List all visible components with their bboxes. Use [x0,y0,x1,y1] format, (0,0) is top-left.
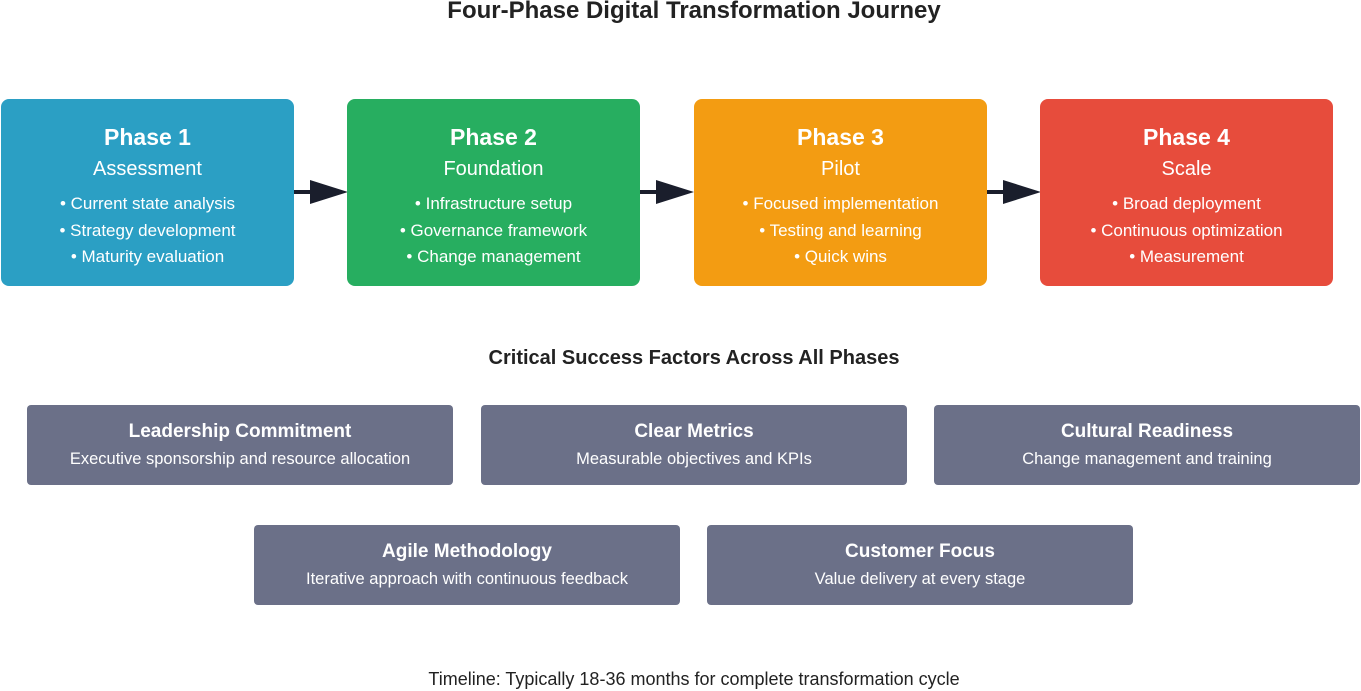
factor-leadership-commitment: Leadership Commitment Executive sponsors… [27,405,453,485]
factor-description: Change management and training [1022,450,1272,468]
phase-2-item: • Governance framework [399,220,588,240]
phase-1-box: Phase 1 Assessment • Current state analy… [1,99,294,286]
factor-agile-methodology: Agile Methodology Iterative approach wit… [254,525,680,605]
phase-2-item: • Infrastructure setup [414,194,573,213]
phase-2-name: Foundation [443,158,544,180]
phase-1-number: Phase 1 [104,124,191,150]
diagram-title: Four-Phase Digital Transformation Journe… [447,0,941,24]
factor-title: Clear Metrics [634,421,754,442]
phase-2-item: • Change management [406,247,581,266]
phase-4-name: Scale [1161,158,1212,180]
arrow-icon [987,180,1041,204]
factor-title: Agile Methodology [382,541,552,562]
phase-3-item: • Focused implementation [742,194,939,213]
factor-title: Customer Focus [845,541,995,562]
phase-3-number: Phase 3 [797,124,884,150]
phase-3-item: • Testing and learning [759,220,922,240]
phase-1-name: Assessment [93,158,202,180]
phase-4-items: • Broad deployment • Continuous optimiza… [1040,191,1333,271]
success-factors-title: Critical Success Factors Across All Phas… [488,347,900,369]
phase-4-item: • Broad deployment [1112,194,1261,213]
phase-4-box: Phase 4 Scale • Broad deployment • Conti… [1040,99,1333,286]
factor-description: Executive sponsorship and resource alloc… [69,450,411,468]
factor-description: Iterative approach with continuous feedb… [306,570,628,588]
factor-clear-metrics: Clear Metrics Measurable objectives and … [481,405,907,485]
phase-4-item: • Continuous optimization [1090,220,1283,240]
factor-customer-focus: Customer Focus Value delivery at every s… [707,525,1133,605]
arrow-icon [294,180,348,204]
factor-title: Cultural Readiness [1060,421,1234,442]
factor-description: Measurable objectives and KPIs [576,450,812,468]
factor-title: Leadership Commitment [128,421,352,442]
phase-3-name: Pilot [821,158,860,180]
phase-1-items: • Current state analysis • Strategy deve… [1,191,294,271]
phase-4-number: Phase 4 [1143,124,1230,150]
phase-1-item: • Strategy development [59,220,236,240]
phase-3-items: • Focused implementation • Testing and l… [694,191,987,271]
timeline-note: Timeline: Typically 18-36 months for com… [428,669,960,689]
phase-4-item: • Measurement [1129,247,1244,266]
phase-2-number: Phase 2 [450,124,537,150]
factor-description: Value delivery at every stage [814,570,1026,588]
phase-2-box: Phase 2 Foundation • Infrastructure setu… [347,99,640,286]
phase-2-items: • Infrastructure setup • Governance fram… [347,191,640,271]
phase-3-box: Phase 3 Pilot • Focused implementation •… [694,99,987,286]
arrow-icon [640,180,694,204]
phase-1-item: • Maturity evaluation [70,247,225,266]
phase-1-item: • Current state analysis [59,194,236,213]
phase-3-item: • Quick wins [794,247,887,266]
factor-cultural-readiness: Cultural Readiness Change management and… [934,405,1360,485]
